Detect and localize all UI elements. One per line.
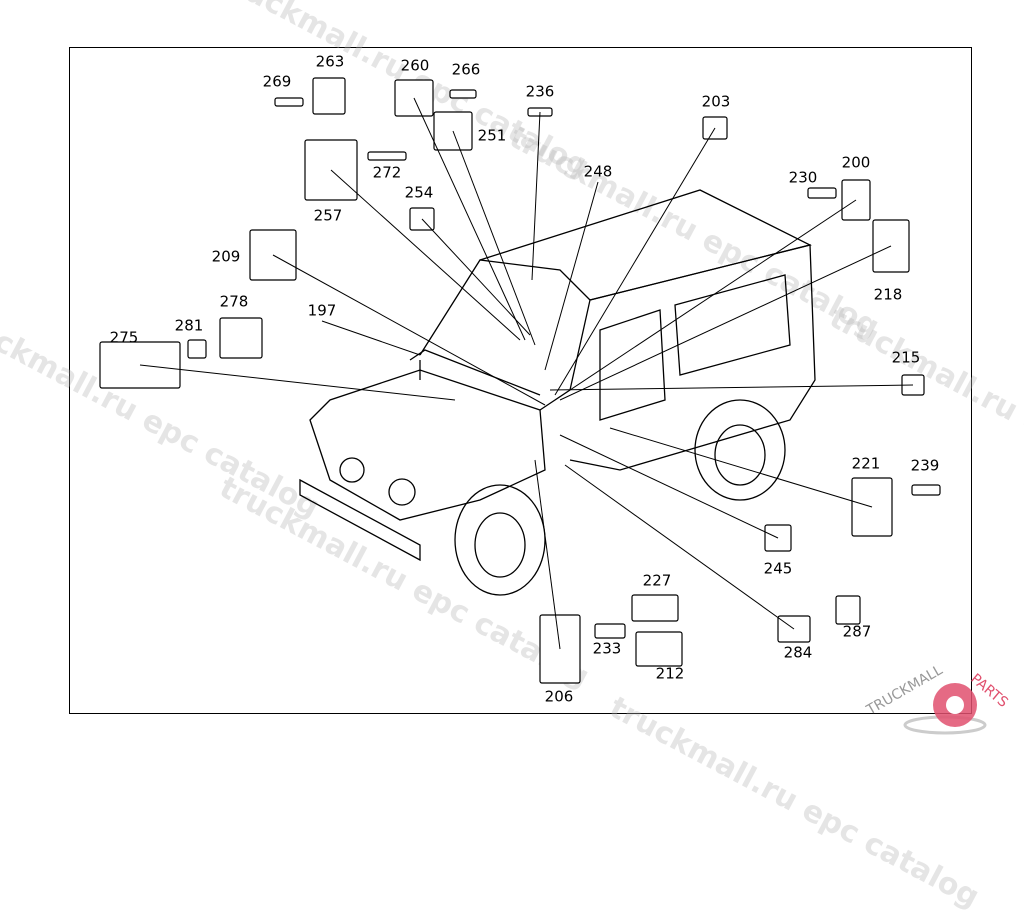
- part-212: [635, 631, 683, 667]
- part-label: 275: [110, 329, 139, 347]
- leader-line-275: [139, 364, 456, 401]
- part-label: 245: [764, 560, 793, 578]
- part-label: 230: [789, 169, 818, 187]
- part-label: 221: [852, 455, 881, 473]
- part-label: 236: [526, 83, 555, 101]
- part-label: 269: [263, 73, 292, 91]
- leader-line-206: [534, 459, 561, 650]
- part-label: 281: [175, 317, 204, 335]
- part-label: 263: [316, 53, 345, 71]
- leader-line-203: [554, 127, 716, 396]
- leader-line-209: [272, 254, 546, 406]
- part-label: 209: [212, 248, 241, 266]
- part-label: 227: [643, 572, 672, 590]
- part-label: 278: [220, 293, 249, 311]
- svg-text:TRUCKMALL: TRUCKMALL: [863, 662, 945, 719]
- part-label: 203: [702, 93, 731, 111]
- part-272: [367, 151, 407, 161]
- leader-line-284: [564, 464, 795, 630]
- part-label: 272: [373, 164, 402, 182]
- leader-line-245: [559, 434, 779, 539]
- leader-line-251: [452, 130, 536, 346]
- part-label: 233: [593, 640, 622, 658]
- part-label: 254: [405, 184, 434, 202]
- part-230: [807, 187, 837, 199]
- part-label: 284: [784, 644, 813, 662]
- leader-line-215: [549, 384, 914, 391]
- part-269: [274, 97, 304, 107]
- leader-line-221: [609, 427, 873, 508]
- part-233: [594, 623, 626, 639]
- leader-line-254: [421, 218, 531, 336]
- part-label: 287: [843, 623, 872, 641]
- part-label: 260: [401, 57, 430, 75]
- vehicle-outline: [299, 189, 816, 596]
- part-227: [631, 594, 679, 622]
- part-label: 248: [584, 163, 613, 181]
- leader-line-248: [544, 181, 599, 371]
- part-266: [449, 89, 477, 99]
- part-278: [219, 317, 263, 359]
- part-287: [835, 595, 861, 625]
- truckmall-parts-logo: TRUCKMALL PARTS: [863, 662, 1011, 735]
- part-label: 218: [874, 286, 903, 304]
- part-281: [187, 339, 207, 359]
- part-239: [911, 484, 941, 496]
- part-label: 257: [314, 207, 343, 225]
- parts-diagram: 263 269 260 266 236 203 251 272 248 230 200 257 254 2…: [99, 53, 941, 706]
- diagram-frame: [69, 47, 972, 714]
- leader-line-197: [321, 320, 421, 356]
- part-label: 251: [478, 127, 507, 145]
- leader-line-200: [554, 199, 857, 401]
- part-label: 266: [452, 61, 481, 79]
- part-label: 197: [308, 302, 337, 320]
- part-263: [312, 77, 346, 115]
- part-label: 215: [892, 349, 921, 367]
- part-label: 239: [911, 457, 940, 475]
- leader-line-260: [413, 97, 526, 341]
- part-label: 206: [545, 688, 574, 706]
- leader-line-236: [531, 111, 541, 281]
- part-label: 212: [656, 665, 685, 683]
- leader-line-218: [559, 245, 892, 401]
- leader-line-257: [330, 169, 521, 341]
- part-label: 200: [842, 154, 871, 172]
- part-203: [702, 116, 728, 140]
